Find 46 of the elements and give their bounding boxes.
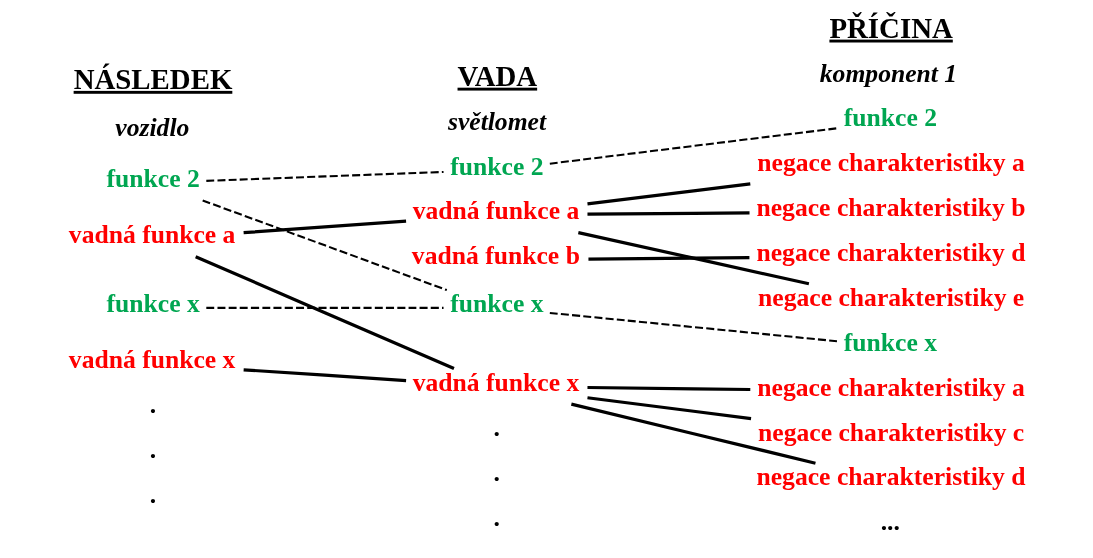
label: . [493, 457, 501, 487]
label: . [149, 435, 157, 465]
node-text: funkce 2 [106, 164, 200, 194]
connector [587, 385, 751, 392]
connector [587, 182, 751, 206]
node-text: negace charakteristiky e [758, 282, 1025, 312]
label: komponent 1 [819, 58, 958, 88]
connector [549, 127, 838, 165]
connector [206, 306, 444, 309]
label: VADA [457, 59, 538, 92]
label: vozidlo [115, 113, 190, 143]
label: . [493, 412, 501, 442]
connector [588, 256, 750, 261]
connector [195, 255, 455, 370]
label: PŘÍČINA [829, 11, 953, 44]
connector [243, 219, 407, 235]
node-text: negace charakteristiky b [756, 193, 1026, 223]
label: . [493, 502, 501, 532]
node-text: funkce x [450, 289, 544, 319]
node-text: negace charakteristiky d [756, 462, 1026, 492]
connector [206, 170, 444, 182]
node-text: vadná funkce x [412, 367, 580, 397]
node-text: negace charakteristiky a [757, 148, 1025, 178]
connector [243, 368, 407, 383]
connector [549, 311, 838, 343]
node-text: negace charakteristiky d [756, 238, 1026, 268]
label: . [149, 480, 157, 510]
node-text: negace charakteristiky a [757, 372, 1025, 402]
label: NÁSLEDEK [73, 62, 233, 95]
node-text: negace charakteristiky c [758, 417, 1025, 447]
node-text: funkce x [843, 327, 938, 357]
connector [587, 211, 750, 216]
node-text: vadná funkce a [412, 196, 580, 226]
connector [202, 199, 448, 292]
connector [578, 231, 810, 286]
node-text: vadná funkce a [68, 220, 236, 250]
connector [571, 402, 816, 465]
label: ... [880, 507, 900, 537]
label: světlomet [447, 106, 547, 136]
label: . [149, 390, 157, 420]
connector [587, 396, 752, 421]
node-text: vadná funkce x [68, 345, 236, 375]
node-text: funkce 2 [843, 103, 938, 133]
node-text: funkce 2 [450, 151, 544, 181]
node-text: vadná funkce b [411, 241, 580, 271]
node-text: funkce x [106, 289, 200, 319]
